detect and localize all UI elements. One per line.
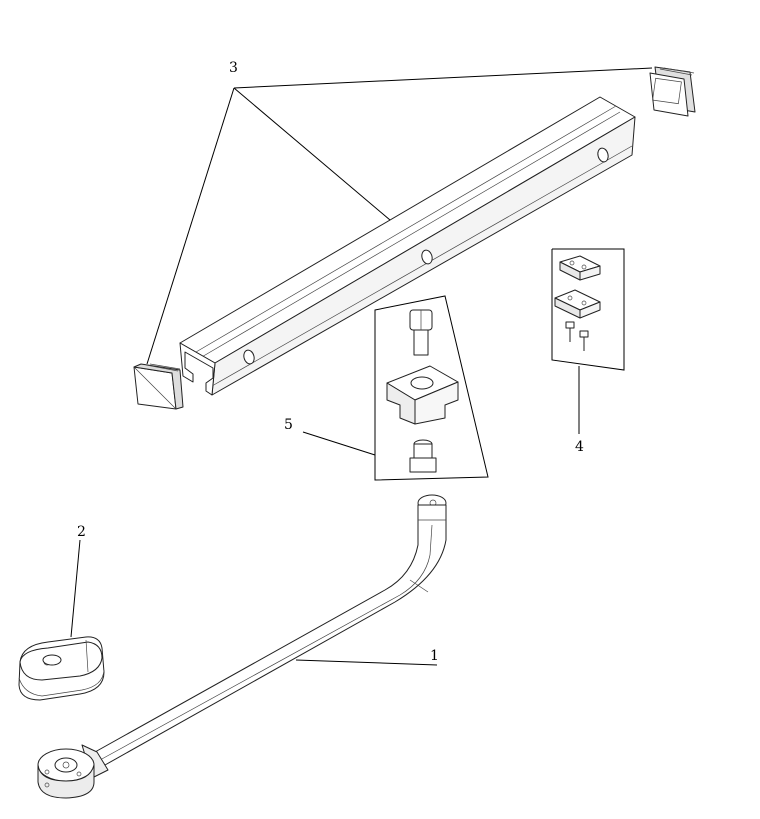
callout-1: 1 xyxy=(430,648,439,664)
slider-kit xyxy=(374,295,489,481)
arm-cover xyxy=(18,636,105,701)
callout-3: 3 xyxy=(229,60,238,76)
callout-labels: 3 5 4 2 1 xyxy=(77,60,584,664)
guide-rail xyxy=(179,96,636,396)
leader-lines xyxy=(70,67,653,666)
drive-arm xyxy=(37,494,447,799)
end-plug-left xyxy=(133,363,184,410)
callout-5: 5 xyxy=(284,417,293,433)
callout-4: 4 xyxy=(575,439,584,455)
bracket-kit xyxy=(551,248,625,371)
end-plug-right xyxy=(649,66,696,117)
callout-2: 2 xyxy=(77,524,86,540)
